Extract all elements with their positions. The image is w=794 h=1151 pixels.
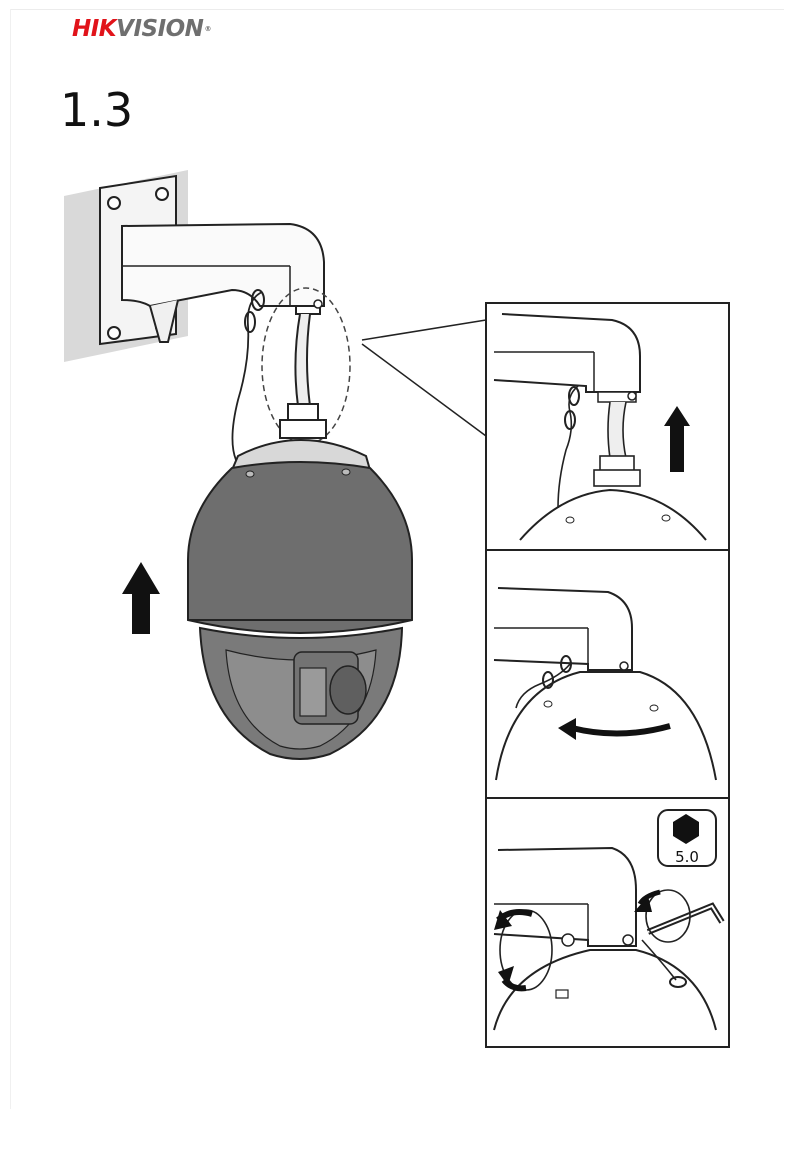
cable bbox=[295, 314, 310, 406]
plate-screw-icon bbox=[108, 327, 120, 339]
detail-panels: 5.0 bbox=[486, 303, 729, 1047]
up-arrow-icon bbox=[122, 562, 160, 634]
main-camera-illustration bbox=[64, 170, 486, 759]
plate-screw-icon bbox=[108, 197, 120, 209]
callout-line bbox=[362, 320, 486, 340]
callout-line bbox=[362, 344, 486, 436]
plate-screw-icon bbox=[156, 188, 168, 200]
hex-key-size: 5.0 bbox=[675, 848, 699, 866]
safety-rope bbox=[232, 292, 262, 460]
camera-housing bbox=[188, 462, 412, 633]
wall-bracket-arm bbox=[122, 224, 324, 306]
